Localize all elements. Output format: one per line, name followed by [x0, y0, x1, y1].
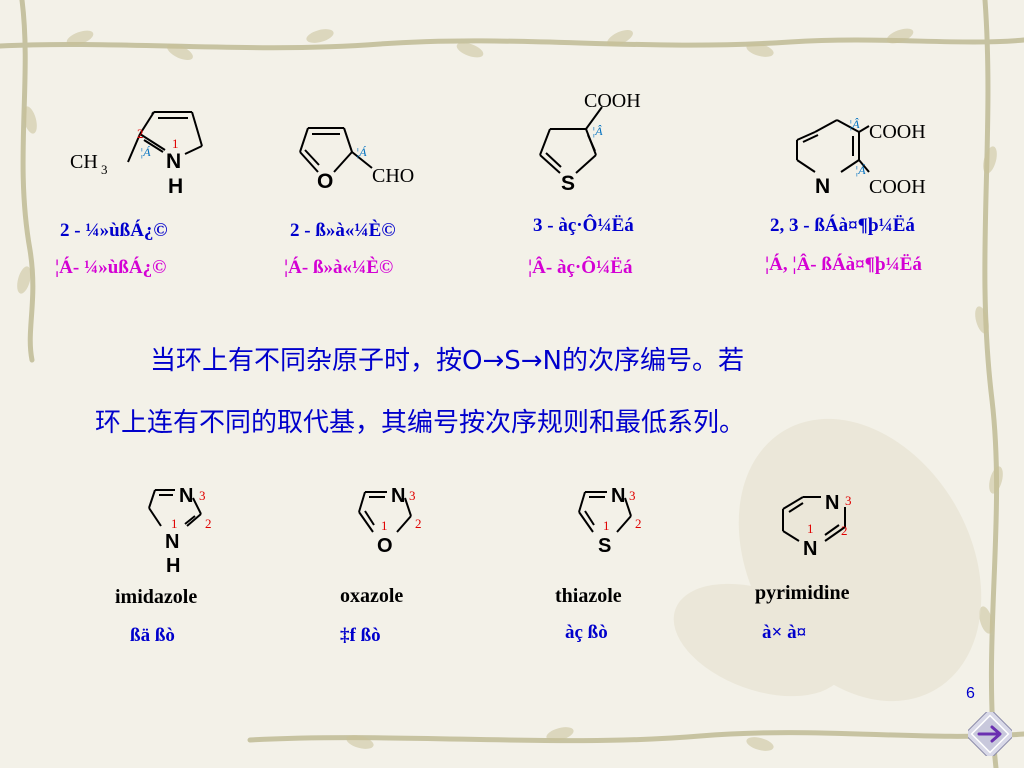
- atom-n-1: N: [803, 538, 817, 560]
- locant-2: 2: [137, 126, 144, 141]
- vine-top: [0, 37, 1024, 51]
- structure-thiazole: N S 1 2 3: [578, 485, 642, 557]
- structure-2-3-pyridinedicarboxylic-acid: COOH COOH N ¦Â ¦Á: [796, 117, 926, 198]
- compound-1-name-alt: ¦Á- ¼»ùßÁ¿©: [55, 257, 167, 278]
- atom-n-3: N: [825, 492, 839, 514]
- atom-n-1: N: [165, 531, 179, 553]
- locant-beta: ¦Â: [592, 124, 603, 138]
- oxazole-name-en: oxazole: [340, 585, 404, 607]
- locant-2: 2: [635, 516, 642, 531]
- atom-s: S: [561, 172, 575, 195]
- group-cooh-2: COOH: [869, 176, 926, 198]
- compound-4-name-alt: ¦Á, ¦Â- ßÁà¤¶þ¼Ëá: [765, 254, 922, 275]
- rule-text-line-2: 环上连有不同的取代基，其编号按次序规则和最低系列。: [95, 408, 746, 438]
- atom-h: H: [168, 175, 183, 198]
- locant-1: 1: [807, 521, 814, 536]
- atom-o: O: [317, 170, 333, 193]
- page-number: 6: [966, 685, 975, 702]
- atom-h: H: [166, 555, 180, 577]
- next-slide-button[interactable]: [963, 707, 1017, 761]
- imidazole-name-en: imidazole: [115, 586, 198, 608]
- locant-alpha: ¦Á: [140, 145, 151, 159]
- compound-2-name-alt: ¦Á- ß»à«¼È©: [284, 257, 394, 278]
- atom-n-3: N: [391, 485, 405, 507]
- locant-2: 2: [841, 523, 848, 538]
- locant-alpha: ¦Á: [855, 163, 866, 177]
- vine-bottom: [247, 730, 1024, 744]
- locant-2: 2: [205, 516, 212, 531]
- locant-3: 3: [845, 493, 852, 508]
- imidazole-name-cn: ßä ßò: [130, 625, 175, 646]
- locant-3: 3: [199, 488, 206, 503]
- locant-3: 3: [409, 488, 416, 503]
- atom-o-1: O: [377, 535, 393, 557]
- structure-imidazole: N N H 1 2 3: [148, 485, 212, 577]
- oxazole-name-cn: ‡f ßò: [340, 625, 381, 646]
- locant-1: 1: [603, 518, 610, 533]
- rule-text-line-1: 当环上有不同杂原子时，按O→S→N的次序编号。若: [150, 346, 744, 376]
- locant-1: 1: [172, 136, 179, 151]
- group-ch3: CH: [70, 151, 98, 173]
- vine-left: [19, 0, 36, 363]
- thiazole-name-en: thiazole: [555, 585, 622, 607]
- structure-3-thiophenecarboxylic-acid: COOH S ¦Â: [539, 90, 641, 195]
- compound-4-name: 2, 3 - ßÁà¤¶þ¼Ëá: [770, 215, 915, 236]
- compound-3-name: 3 - àç·Ô¼Ëá: [533, 215, 634, 236]
- next-arrow-icon: [963, 707, 1017, 761]
- pyrimidine-name-en: pyrimidine: [755, 582, 850, 604]
- locant-1: 1: [381, 518, 388, 533]
- locant-beta: ¦Â: [849, 117, 860, 131]
- compound-1-name: 2 - ¼»ùßÁ¿©: [60, 220, 168, 241]
- pyrimidine-name-cn: à× à¤: [762, 622, 807, 643]
- group-cooh: COOH: [584, 90, 641, 112]
- locant-alpha: ¦Á: [356, 145, 367, 159]
- structure-oxazole: N O 1 2 3: [358, 485, 422, 557]
- structure-pyrimidine: N N 1 2 3: [782, 492, 852, 560]
- atom-n-3: N: [611, 485, 625, 507]
- atom-n: N: [166, 150, 181, 173]
- locant-3: 3: [629, 488, 636, 503]
- structure-2-furaldehyde: O CHO ¦Á: [299, 127, 414, 193]
- structure-2-methylpyrrole: CH 3 N H 1 2 ¦Á: [70, 111, 203, 198]
- compound-2-name: 2 - ß»à«¼È©: [290, 220, 396, 241]
- atom-s-1: S: [598, 535, 611, 557]
- locant-1: 1: [171, 516, 178, 531]
- thiazole-name-cn: àç ßò: [565, 622, 608, 643]
- vine-right: [982, 0, 1000, 768]
- atom-n: N: [815, 175, 830, 198]
- group-cooh-3: COOH: [869, 121, 926, 143]
- locant-2: 2: [415, 516, 422, 531]
- atom-n-3: N: [179, 485, 193, 507]
- compound-3-name-alt: ¦Â- àç·Ô¼Ëá: [528, 257, 633, 278]
- svg-text:3: 3: [101, 162, 108, 177]
- group-cho: CHO: [372, 165, 414, 187]
